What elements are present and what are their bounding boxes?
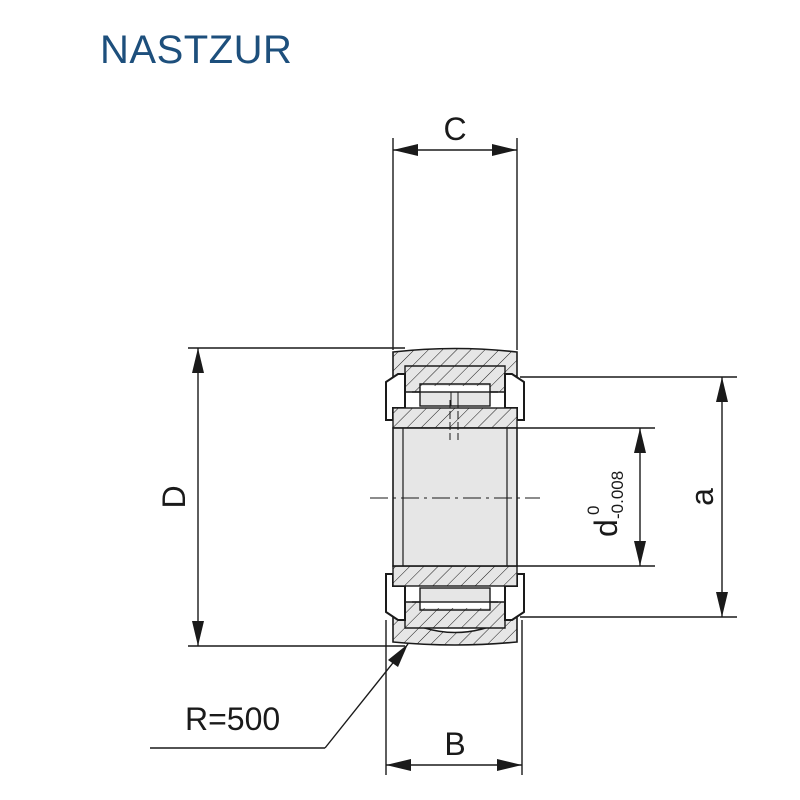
needle-rollers xyxy=(412,391,498,603)
dimension-c-label: C xyxy=(443,111,466,147)
radius-label: R=500 xyxy=(185,701,280,737)
dimension-d-inner-group: d 0 -0.008 xyxy=(584,471,627,537)
dimension-d-upper-tolerance: 0 xyxy=(584,506,603,515)
dimension-d-lower-tolerance: -0.008 xyxy=(608,471,627,519)
dimension-b-label: B xyxy=(444,726,465,762)
dimension-a-label: a xyxy=(684,488,720,506)
dimension-d-outer-label: D xyxy=(156,485,192,508)
outer-ring xyxy=(392,347,518,646)
page-title: NASTZUR xyxy=(100,28,293,72)
dimension-d-label: d xyxy=(588,519,624,537)
inner-ring xyxy=(392,400,518,587)
